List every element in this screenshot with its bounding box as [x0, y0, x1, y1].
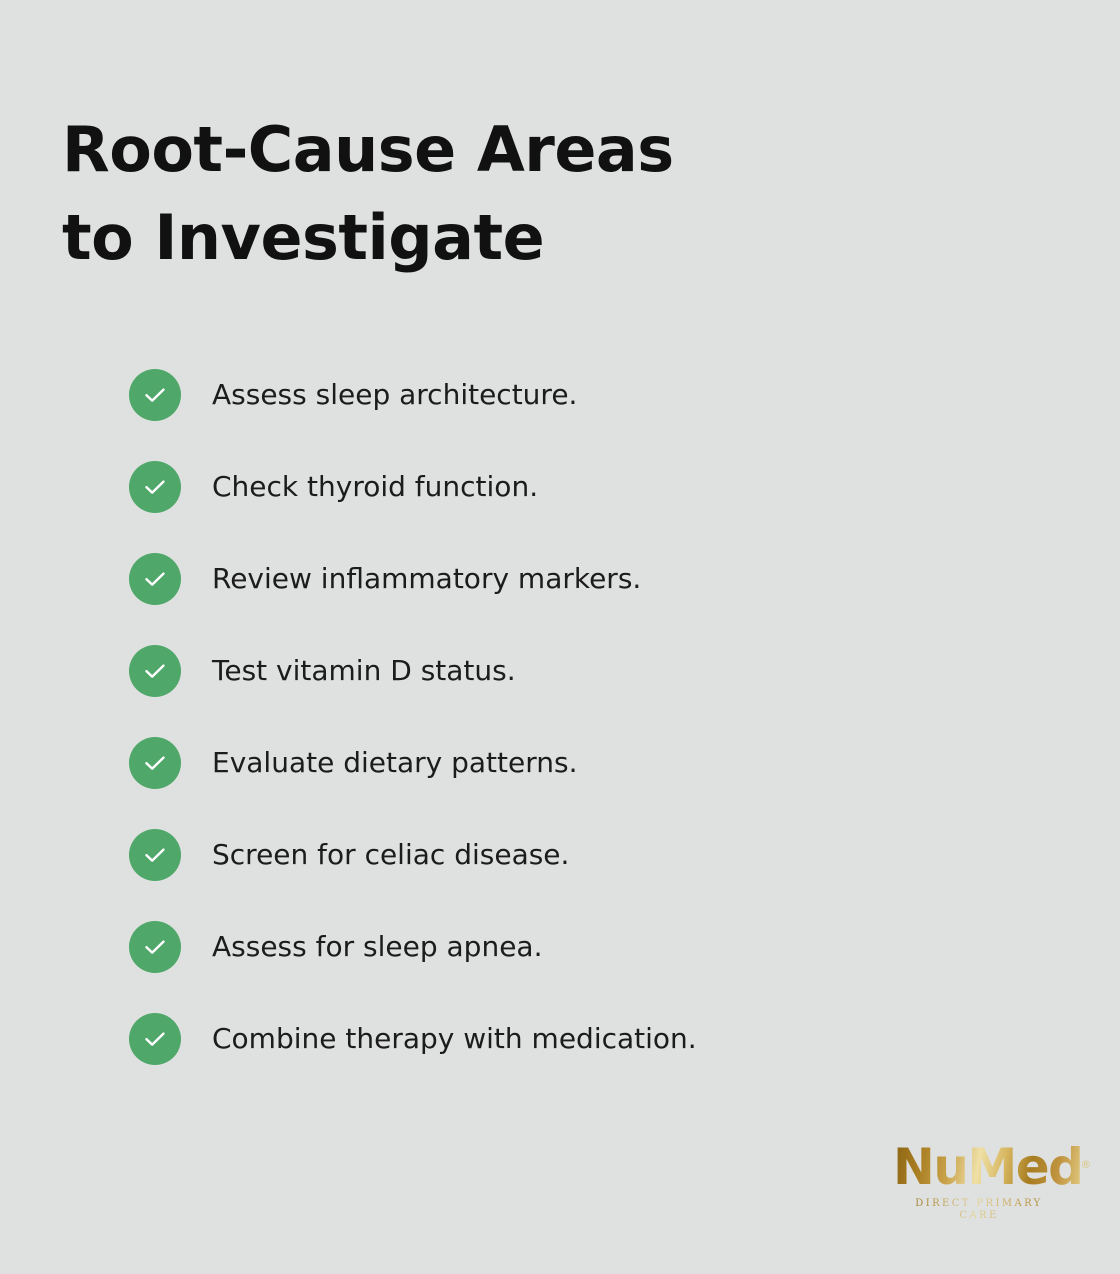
list-item-label: Screen for celiac disease. [212, 837, 570, 871]
check-circle-icon [129, 737, 181, 789]
list-item-label: Assess for sleep apnea. [212, 929, 543, 963]
check-circle-icon [129, 1013, 181, 1065]
logo-wordmark-text: NuMed [893, 1138, 1083, 1196]
list-item: Test vitamin D status. [129, 645, 1029, 697]
check-circle-icon [129, 461, 181, 513]
check-circle-icon [129, 369, 181, 421]
list-item-label: Evaluate dietary patterns. [212, 745, 578, 779]
list-item: Review inflammatory markers. [129, 553, 1029, 605]
logo-tagline: DIRECT PRIMARY CARE [893, 1198, 1065, 1222]
brand-logo: NuMed® DIRECT PRIMARY CARE [893, 1141, 1091, 1222]
list-item-label: Test vitamin D status. [212, 653, 516, 687]
checklist: Assess sleep architecture. Check thyroid… [129, 369, 1029, 1065]
list-item-label: Assess sleep architecture. [212, 377, 578, 411]
check-circle-icon [129, 921, 181, 973]
list-item: Evaluate dietary patterns. [129, 737, 1029, 789]
check-circle-icon [129, 829, 181, 881]
registered-trademark-icon: ® [1080, 1158, 1092, 1171]
check-circle-icon [129, 645, 181, 697]
list-item: Combine therapy with medication. [129, 1013, 1029, 1065]
list-item: Assess sleep architecture. [129, 369, 1029, 421]
page-title: Root-Cause Areas to Investigate [62, 113, 674, 274]
title-block: Root-Cause Areas to Investigate [62, 106, 762, 282]
list-item: Check thyroid function. [129, 461, 1029, 513]
list-item: Assess for sleep apnea. [129, 921, 1029, 973]
list-item-label: Review inflammatory markers. [212, 561, 642, 595]
list-item: Screen for celiac disease. [129, 829, 1029, 881]
logo-wordmark: NuMed® [893, 1138, 1091, 1196]
check-circle-icon [129, 553, 181, 605]
list-item-label: Check thyroid function. [212, 469, 539, 503]
list-item-label: Combine therapy with medication. [212, 1021, 697, 1055]
